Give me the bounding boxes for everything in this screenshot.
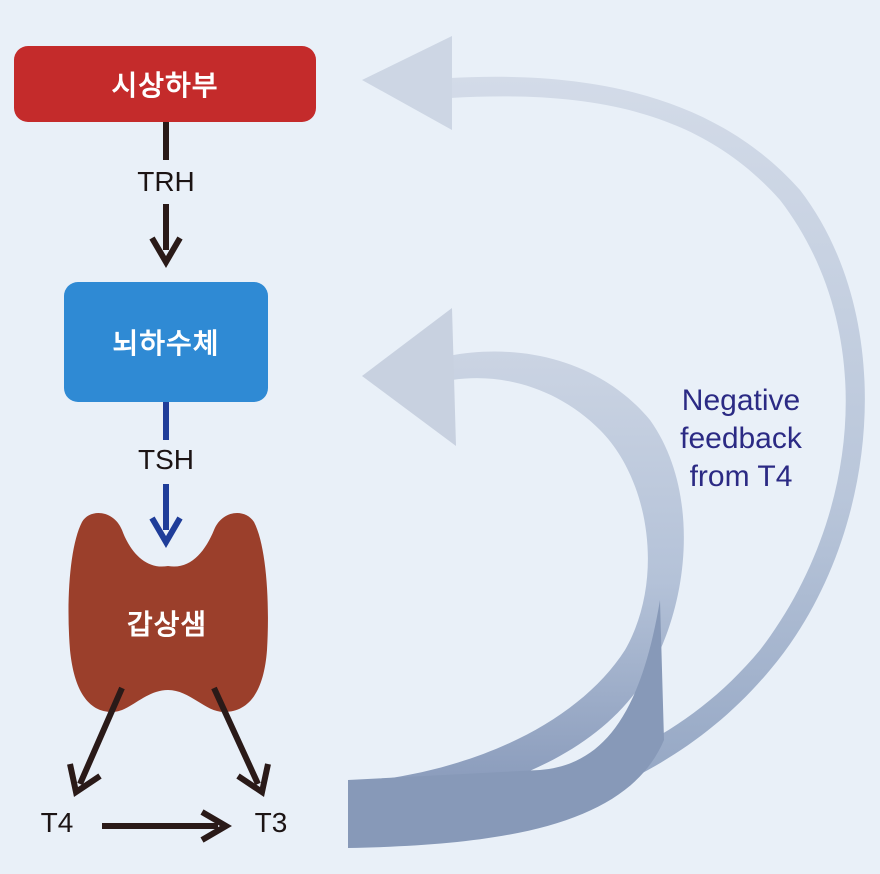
inner-feedback-arrow [360, 351, 684, 812]
feedback-caption: Negative feedback from T4 [656, 382, 826, 496]
t4-to-t3-arrowhead [200, 809, 232, 843]
feedback-line-1: Negative [681, 384, 801, 417]
t4-output-line [77, 686, 125, 786]
t3-output-line [211, 686, 261, 786]
feedback-line-3: from T4 [689, 460, 793, 493]
t3-output-arrowhead [236, 763, 271, 797]
hypothalamus-box: 시상하부 [14, 46, 316, 122]
trh-label: TRH [137, 166, 195, 197]
thyroid-label: 갑상샘 [126, 608, 208, 641]
pituitary-box: 뇌하수체 [64, 282, 268, 402]
t4-output-arrowhead [67, 763, 102, 797]
feedback-line-2: feedback [680, 422, 802, 455]
trh-arrowhead [149, 236, 183, 268]
tsh-label: TSH [138, 444, 194, 475]
inner-feedback-arrowhead [362, 308, 456, 446]
t4-label: T4 [40, 807, 74, 838]
tsh-arrowhead [149, 516, 183, 548]
thyroid-gland [68, 512, 268, 712]
feedback-base [348, 600, 664, 848]
t3-label: T3 [254, 807, 288, 838]
outer-feedback-arrowhead [362, 36, 452, 130]
